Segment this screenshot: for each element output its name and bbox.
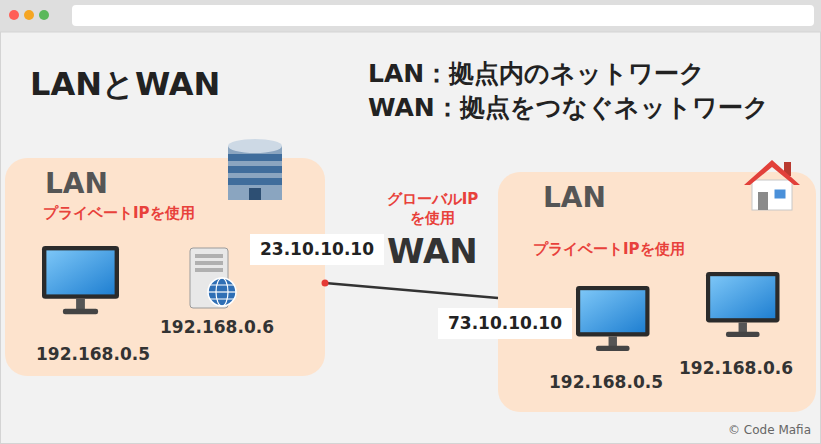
label-holder: グローバルIP を使用 bbox=[385, 190, 480, 228]
label-holder: 192.168.0.5 bbox=[36, 344, 150, 365]
ip-address-box: 73.10.10.10 bbox=[438, 308, 572, 339]
monitor-icon bbox=[576, 286, 650, 351]
wan-label: グローバルIP を使用 bbox=[385, 190, 480, 228]
window-dot bbox=[9, 10, 19, 20]
area-note: プライベートIPを使用 bbox=[43, 204, 195, 223]
browser-bar bbox=[0, 0, 821, 32]
ip-address: 192.168.0.6 bbox=[679, 358, 793, 379]
monitor-icon bbox=[706, 272, 780, 337]
wan-line bbox=[325, 283, 498, 298]
label-holder: 192.168.0.6 bbox=[679, 358, 793, 379]
monitor-icon bbox=[42, 246, 119, 314]
label-holder: WAN：拠点をつなぐネットワーク bbox=[368, 92, 769, 123]
definition-text: LAN：拠点内のネットワーク bbox=[368, 58, 705, 89]
ip-address: 192.168.0.5 bbox=[549, 372, 663, 393]
wan-connector bbox=[322, 280, 499, 299]
title-holder: LANとWAN bbox=[30, 64, 220, 104]
server-icon bbox=[190, 248, 236, 308]
label-holder: © Code Mafia bbox=[728, 423, 811, 438]
definition-text: WAN：拠点をつなぐネットワーク bbox=[368, 92, 769, 123]
area-note: プライベートIPを使用 bbox=[533, 240, 685, 259]
window-frame bbox=[1, 32, 821, 444]
lan-area: LAN プライベートIPを使用 bbox=[5, 158, 325, 376]
ip-address: 192.168.0.6 bbox=[160, 317, 274, 338]
lan-area-fill bbox=[498, 172, 816, 412]
window-dot bbox=[24, 10, 34, 20]
address-bar bbox=[72, 5, 814, 26]
ip-address-box: 23.10.10.10 bbox=[250, 234, 384, 265]
diagram-title: LANとWAN bbox=[30, 64, 220, 104]
ip-address: 23.10.10.10 bbox=[260, 239, 374, 260]
ip-address: 73.10.10.10 bbox=[448, 313, 562, 334]
area-heading: LAN bbox=[45, 166, 108, 201]
house-icon bbox=[744, 160, 800, 210]
label-holder: 192.168.0.5 bbox=[549, 372, 663, 393]
copyright: © Code Mafia bbox=[728, 423, 811, 438]
label-holder: 192.168.0.6 bbox=[160, 317, 274, 338]
window-dot bbox=[39, 10, 49, 20]
ip-address: 192.168.0.5 bbox=[36, 344, 150, 365]
connection-dot bbox=[322, 280, 329, 287]
label-holder: WAN bbox=[387, 230, 478, 273]
label-holder: LAN：拠点内のネットワーク bbox=[368, 58, 705, 89]
wan-label: WAN bbox=[387, 230, 478, 273]
building-icon bbox=[228, 139, 282, 200]
area-heading: LAN bbox=[543, 180, 606, 215]
